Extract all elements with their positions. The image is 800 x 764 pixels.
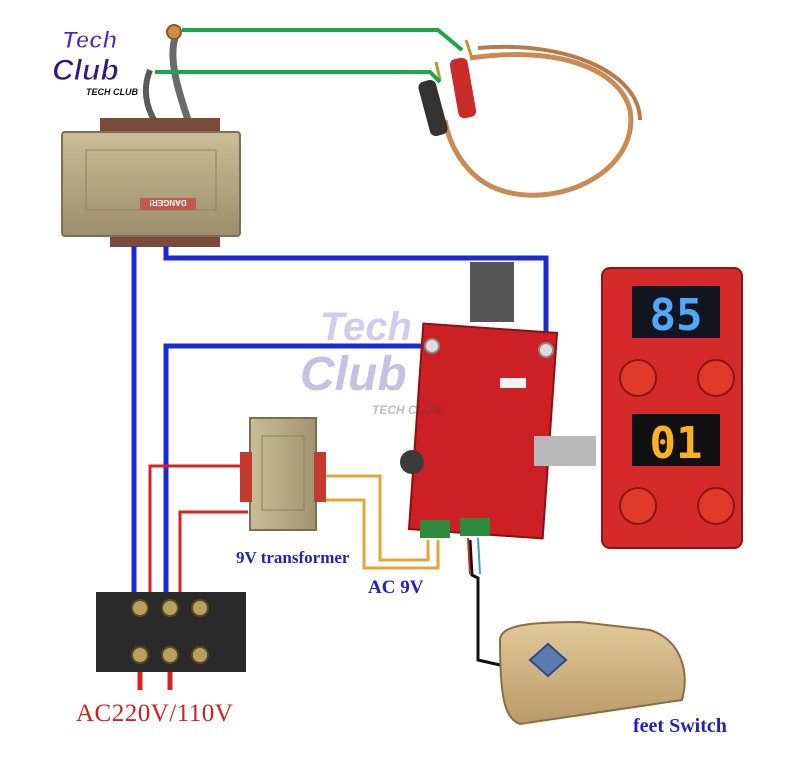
display-panel: 85 01 — [601, 267, 743, 549]
control-pcb — [400, 262, 596, 540]
logo-word-club: Club — [52, 54, 119, 87]
button-top-left — [619, 359, 657, 397]
orange-wires — [320, 474, 440, 570]
transformer-label: 9V transformer — [236, 548, 350, 567]
watermark-word-club: Club — [300, 348, 407, 401]
terminal-block — [96, 592, 246, 672]
danger-label: DANGER! — [149, 198, 186, 207]
techclub-logo: Tech Club TECH CLUB — [52, 27, 139, 98]
blue-wires — [131, 246, 549, 600]
logo-sub: TECH CLUB — [86, 87, 138, 97]
footswitch-badge-icon — [528, 642, 568, 678]
display-top-digits: 85 — [650, 290, 703, 341]
button-top-right — [697, 359, 735, 397]
techclub-watermark: Tech Club TECH CLUB — [300, 305, 442, 417]
watermark-sub: TECH CLUB — [372, 403, 442, 417]
mains-voltage-label: AC220V/110V — [76, 700, 234, 727]
main-transformer: DANGER! — [61, 24, 241, 247]
footswitch-cable — [467, 537, 501, 667]
display-bottom-digits: 01 — [650, 418, 703, 469]
welding-cables — [418, 39, 642, 198]
danger-sticker — [140, 198, 196, 210]
watermark-word-tech: Tech — [320, 305, 412, 349]
logo-word-tech: Tech — [62, 27, 117, 54]
button-bottom-right — [697, 487, 735, 525]
button-bottom-left — [619, 487, 657, 525]
small-transformer — [240, 417, 326, 531]
ac9v-label: AC 9V — [368, 577, 424, 598]
foot-switch — [498, 620, 686, 726]
feet-switch-label: feet Switch — [633, 715, 727, 737]
green-wires — [155, 28, 464, 84]
